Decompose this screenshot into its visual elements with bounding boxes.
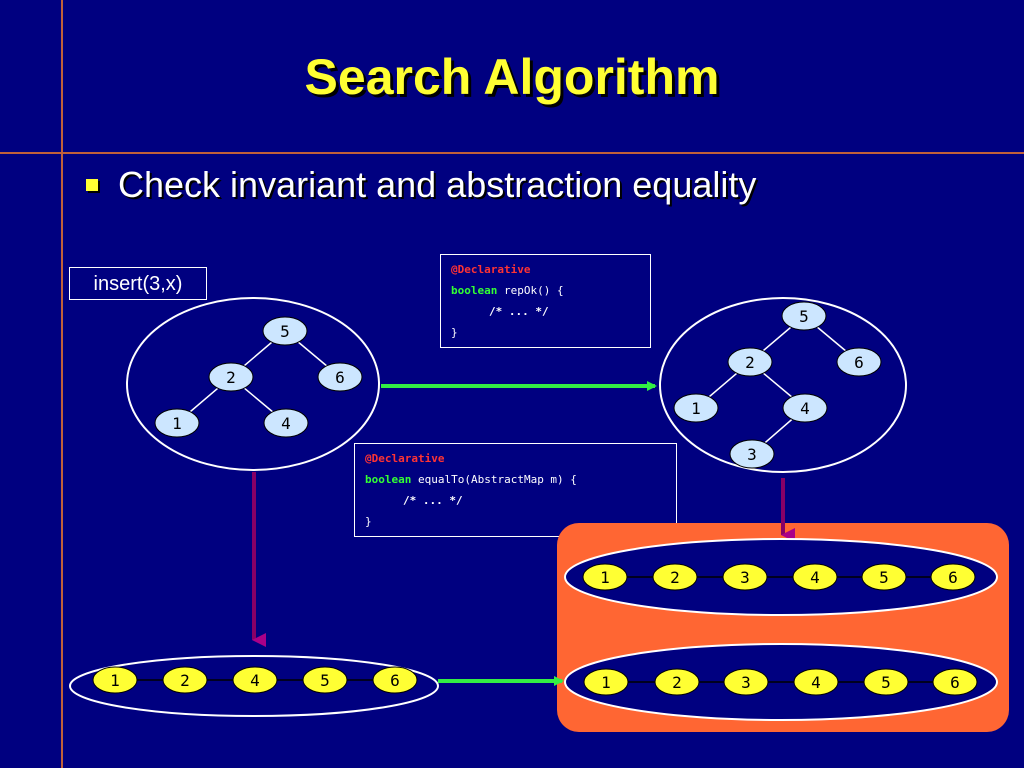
tree-before-node-6: 6 [317,362,363,392]
tree-after-node-3: 3 [729,439,775,469]
list-before-node-2: 2 [162,666,208,694]
tree-after-node-4: 4 [782,393,828,423]
tree-after-node-6-label: 6 [854,353,864,372]
equalto-annotation: @Declarative [365,452,445,465]
list-expected-node-4-label: 4 [810,568,820,587]
list-expected-node-4: 4 [792,563,838,591]
tree-before-node-1: 1 [154,408,200,438]
bullet-icon [86,179,98,191]
repok-keyword: boolean [451,284,498,297]
repok-close: } [451,326,458,339]
list-after: 1 2 3 4 5 6 [564,643,998,721]
equalto-close: } [365,515,372,528]
tree-after-node-4-label: 4 [800,399,810,418]
list-before-node-4-label: 4 [250,671,260,690]
list-expected-node-1: 1 [582,563,628,591]
list-after-node-4: 4 [793,668,839,696]
list-expected-node-3: 3 [722,563,768,591]
list-expected-node-3-label: 3 [740,568,750,587]
equalto-comment: /* ... */ [403,494,463,507]
list-expected-node-6: 6 [930,563,976,591]
tree-before-node-6-label: 6 [335,368,345,387]
tree-after-boundary [659,297,907,473]
list-after-node-2-label: 2 [672,673,682,692]
tree-before-node-5-label: 5 [280,322,290,341]
equalto-code-box: @Declarative boolean equalTo(AbstractMap… [354,443,677,537]
list-before-boundary [69,655,439,717]
list-expected: 1 2 3 4 5 6 [564,538,998,616]
bullet-text: Check invariant and abstraction equality [118,164,757,205]
list-before-node-2-label: 2 [180,671,190,690]
list-after-node-1-label: 1 [601,673,611,692]
tree-before-node-2: 2 [208,362,254,392]
tree-after-node-1-label: 1 [691,399,701,418]
list-expected-node-5: 5 [861,563,907,591]
tree-after-node-2-label: 2 [745,353,755,372]
tree-after-node-2: 2 [727,347,773,377]
insert-label: insert(3,x) [69,267,207,300]
list-after-node-6: 6 [932,668,978,696]
list-expected-node-6-label: 6 [948,568,958,587]
list-before-node-6-label: 6 [390,671,400,690]
tree-before-node-1-label: 1 [172,414,182,433]
tree-before-node-4: 4 [263,408,309,438]
horizontal-divider [0,152,1024,154]
equalto-keyword: boolean [365,473,412,486]
equalto-signature: equalTo(AbstractMap m) { [411,473,577,486]
tree-before-node-4-label: 4 [281,414,291,433]
list-before-node-6: 6 [372,666,418,694]
tree-after-node-5-label: 5 [799,307,809,326]
list-after-node-6-label: 6 [950,673,960,692]
list-before-node-5-label: 5 [320,671,330,690]
list-before-node-1-label: 1 [110,671,120,690]
list-after-node-4-label: 4 [811,673,821,692]
list-before-node-5: 5 [302,666,348,694]
repok-comment: /* ... */ [489,305,549,318]
list-before-node-1: 1 [92,666,138,694]
list-expected-node-2: 2 [652,563,698,591]
repok-annotation: @Declarative [451,263,531,276]
list-before: 1 2 4 5 6 [69,655,439,717]
tree-after-node-3-label: 3 [747,445,757,464]
tree-before-node-5: 5 [262,316,308,346]
repok-signature-line: boolean repOk() { [451,280,640,301]
bullet-point: Check invariant and abstraction equality [86,164,756,206]
slide-title: Search Algorithm [304,49,720,105]
tree-after: 5 2 6 1 4 3 [659,297,907,473]
tree-before-boundary [126,297,380,471]
tree-after-node-1: 1 [673,393,719,423]
list-after-node-3-label: 3 [741,673,751,692]
list-after-node-2: 2 [654,668,700,696]
list-expected-node-1-label: 1 [600,568,610,587]
list-after-node-1: 1 [583,668,629,696]
tree-after-node-6: 6 [836,347,882,377]
tree-before: 5 2 6 1 4 [126,297,380,471]
list-expected-node-5-label: 5 [879,568,889,587]
repok-code-box: @Declarative boolean repOk() { /* ... */… [440,254,651,348]
list-after-node-5: 5 [863,668,909,696]
list-before-node-4: 4 [232,666,278,694]
repok-signature: repOk() { [497,284,564,297]
vertical-divider [61,0,63,768]
tree-before-node-2-label: 2 [226,368,236,387]
tree-after-node-5: 5 [781,301,827,331]
list-after-node-3: 3 [723,668,769,696]
list-expected-node-2-label: 2 [670,568,680,587]
list-after-node-5-label: 5 [881,673,891,692]
equalto-signature-line: boolean equalTo(AbstractMap m) { [365,469,666,490]
